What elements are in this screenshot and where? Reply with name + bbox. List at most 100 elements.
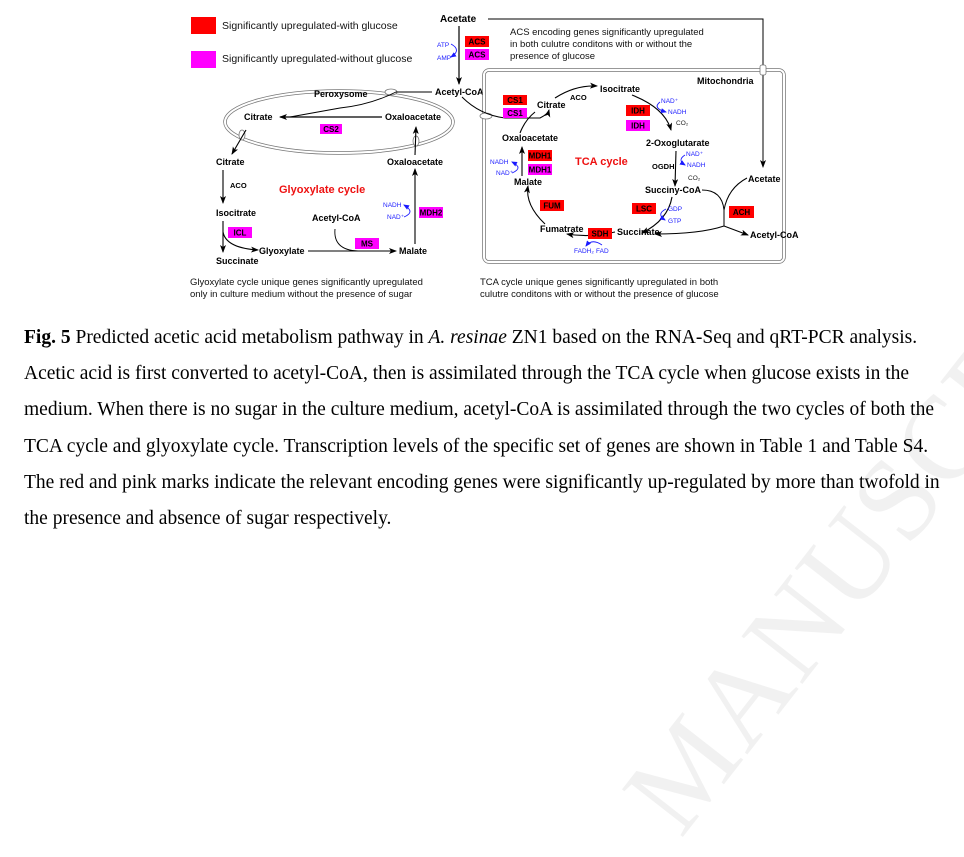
acs-note-line-2: in both culutre conditons with or withou… bbox=[510, 39, 692, 50]
caption-label: Fig. 5 bbox=[24, 327, 71, 348]
metabolite-mito-acetyl-coa: Acetyl-CoA bbox=[750, 230, 799, 240]
cofactor-idh-nad: NAD⁺ bbox=[661, 98, 679, 105]
cofactor-lsc-gtp: GTP bbox=[668, 218, 681, 225]
gene-fum bbox=[540, 200, 564, 211]
legend-swatch-red bbox=[191, 17, 216, 34]
metabolite-tca-malate: Malate bbox=[514, 177, 542, 187]
mdh1-cofactor-arrow bbox=[511, 161, 519, 174]
gene-mdh1-red bbox=[528, 150, 552, 161]
metabolite-tca-citrate: Citrate bbox=[537, 100, 566, 110]
acetylcoa-to-ms-line bbox=[334, 228, 359, 252]
cofactor-ogdh-nad: NAD⁺ bbox=[686, 151, 704, 158]
gene-cs1-pink-label: CS1 bbox=[507, 109, 523, 118]
metabolite-mito-acetate: Acetate bbox=[748, 174, 781, 184]
acs-note-line-3: presence of glucose bbox=[510, 51, 595, 62]
oxaloacetate-into-perox-arrow bbox=[412, 126, 419, 156]
metabolite-perox-oxaloacetate: Oxaloacetate bbox=[385, 112, 441, 122]
gene-cs2 bbox=[320, 124, 342, 134]
gene-fum-label: FUM bbox=[543, 202, 561, 211]
gene-idh-red bbox=[626, 105, 650, 116]
perox-citrate-to-citrate-arrow bbox=[231, 129, 247, 155]
metabolite-glyox-acetyl-coa: Acetyl-CoA bbox=[312, 213, 361, 223]
lsc-cofactor-arrow bbox=[659, 208, 667, 221]
cofactor-idh-nadh: NADH bbox=[668, 109, 687, 116]
glyox-note-line-1: Glyoxylate cycle unique genes significan… bbox=[190, 277, 423, 288]
isocitrate-to-oxoglutarate-arrow bbox=[631, 94, 673, 131]
cofactor-mdh2-nad: NAD⁺ bbox=[387, 214, 405, 221]
cofactor-mdh2-nadh: NADH bbox=[383, 202, 402, 209]
ogdh-cofactor-arrow bbox=[679, 154, 686, 166]
sdh-cofactor-arrow bbox=[585, 240, 603, 247]
metabolite-tca-oxaloacetate: Oxaloacetate bbox=[502, 133, 558, 143]
metabolite-glyox-oxaloacetate: Oxaloacetate bbox=[387, 157, 443, 167]
cofactor-amp: AMP bbox=[437, 55, 451, 62]
metabolite-tca-succinyl-coa: Succiny-CoA bbox=[645, 185, 702, 195]
acs-note-line-1: ACS encoding genes significantly upregul… bbox=[510, 27, 704, 38]
cofactor-mdh1-nad: NAD⁺ bbox=[496, 170, 514, 177]
gene-mdh1-pink bbox=[528, 164, 552, 175]
metabolite-glyox-isocitrate: Isocitrate bbox=[216, 208, 256, 218]
gene-mdh1-pink-label: MDH1 bbox=[529, 166, 552, 175]
cofactor-ogdh-co2: CO₂ bbox=[688, 175, 701, 182]
gene-lsc-label: LSC bbox=[636, 205, 652, 214]
gene-sdh bbox=[588, 228, 612, 239]
gene-acs-red bbox=[465, 36, 489, 47]
perox-pore-left bbox=[238, 129, 246, 141]
gene-acs-pink-label: ACS bbox=[469, 51, 487, 60]
enzyme-aco-tca: ACO bbox=[570, 93, 587, 102]
citrate-to-isocitrate-tca-arrow bbox=[554, 82, 598, 99]
title-glyoxylate-cycle: Glyoxylate cycle bbox=[279, 184, 365, 196]
cofactor-ogdh-nadh: NADH bbox=[687, 162, 706, 169]
cofactor-mdh1-nadh: NADH bbox=[490, 159, 509, 166]
legend-label-red: Significantly upregulated-with glucose bbox=[222, 20, 398, 32]
gene-idh-red-label: IDH bbox=[631, 107, 645, 116]
gene-icl-label: ICL bbox=[234, 229, 247, 238]
glyox-note-line-2: only in culture medium without the prese… bbox=[190, 289, 412, 300]
enzyme-aco-glyox: ACO bbox=[230, 181, 247, 190]
ach-to-acetylcoa-arrow bbox=[723, 225, 749, 236]
gene-idh-pink bbox=[626, 120, 650, 131]
gene-mdh1-red-label: MDH1 bbox=[529, 152, 552, 161]
legend-label-pink: Significantly upregulated-without glucos… bbox=[222, 53, 412, 65]
metabolite-glyox-succinate: Succinate bbox=[216, 256, 259, 266]
mito-pore-top bbox=[759, 64, 767, 76]
mito-pore-left bbox=[479, 112, 493, 120]
gene-cs1-pink bbox=[503, 108, 527, 118]
gene-ms bbox=[355, 238, 379, 249]
gene-cs1-red bbox=[503, 95, 527, 105]
label-mitochondria: Mitochondria bbox=[697, 76, 754, 86]
figure-caption: Fig. 5 Predicted acetic acid metabolism … bbox=[24, 320, 954, 537]
legend-swatch-pink bbox=[191, 51, 216, 68]
gene-acs-red-label: ACS bbox=[469, 38, 487, 47]
gene-acs-pink bbox=[465, 49, 489, 60]
gene-ach bbox=[729, 206, 754, 218]
gene-ms-label: MS bbox=[361, 240, 374, 249]
ach-to-succinate-arrow bbox=[654, 225, 725, 237]
metabolite-tca-succinate: Succinate bbox=[617, 227, 660, 237]
atp-amp-arrow bbox=[450, 43, 457, 58]
cofactor-atp: ATP bbox=[437, 42, 449, 49]
peroxysome-membrane-inner bbox=[224, 90, 454, 154]
cofactor-idh-co2: CO₂ bbox=[676, 120, 689, 127]
caption-organism: A. resinae bbox=[428, 327, 507, 348]
gene-lsc bbox=[632, 203, 656, 214]
gene-idh-pink-label: IDH bbox=[631, 122, 645, 131]
gene-cs2-label: CS2 bbox=[323, 125, 339, 134]
metabolite-glyox-malate: Malate bbox=[399, 246, 427, 256]
metabolite-glyox-citrate: Citrate bbox=[216, 157, 245, 167]
cofactor-sdh-fad: FAD bbox=[596, 248, 609, 255]
isocitrate-to-glyoxylate-arrow bbox=[222, 231, 259, 253]
idh-cofactor-arrow bbox=[656, 101, 667, 114]
oxoglutarate-to-succinylcoa-arrow bbox=[672, 150, 679, 187]
gene-mdh2-label: MDH2 bbox=[420, 209, 443, 218]
metabolite-glyox-glyoxylate: Glyoxylate bbox=[259, 246, 305, 256]
acetate-to-mito-line bbox=[488, 18, 766, 168]
cofactor-sdh-fadh2: FADH₂ bbox=[574, 248, 594, 255]
gene-mdh2 bbox=[419, 207, 443, 218]
metabolite-tca-fumarate: Fumatrate bbox=[540, 224, 584, 234]
fumarate-to-malate-arrow bbox=[523, 185, 546, 225]
legend: Significantly upregulated-with glucose S… bbox=[191, 17, 412, 68]
tca-note-line-2: culutre conditons with or without the pr… bbox=[480, 289, 719, 300]
enzyme-ogdh: OGDH bbox=[652, 162, 675, 171]
mdh2-cofactor-arrow bbox=[403, 204, 411, 218]
